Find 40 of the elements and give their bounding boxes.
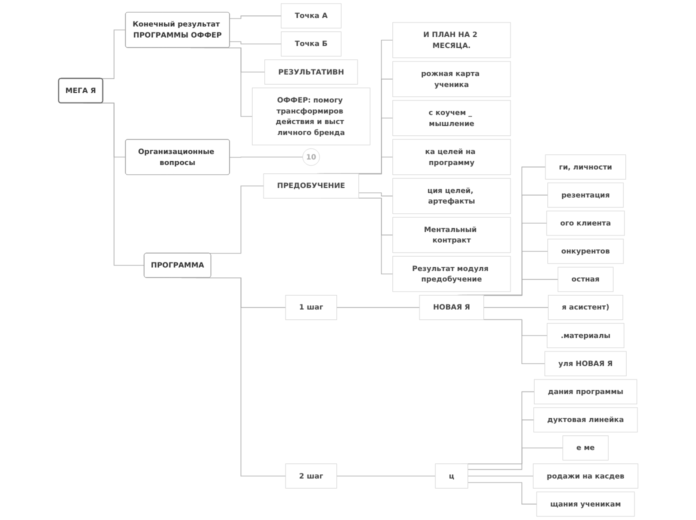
node-box [392,178,510,214]
node-box [392,22,510,58]
node-box [285,464,337,488]
node-box [536,492,634,517]
node-box [280,31,342,56]
connector [467,448,563,470]
node-box [533,407,638,432]
node-box [392,139,510,175]
connector [482,279,558,296]
connector [467,482,537,504]
connector [466,420,534,464]
node-box [392,217,510,253]
node-box [546,323,624,348]
node-box [557,266,614,292]
node-box [547,182,624,208]
node-box [434,464,468,488]
node-box [252,88,370,146]
connector [229,16,282,19]
connector [336,307,420,308]
node-box [263,174,359,198]
node-box [392,256,510,292]
node-box [547,238,624,264]
node-box [546,210,624,236]
node-box [532,464,638,488]
node-box [392,100,510,136]
node-box [548,295,623,320]
node-box [562,435,608,460]
node-box [392,61,510,98]
node-box [285,295,337,320]
node-box [264,60,358,84]
node-circle [302,148,320,166]
node-box [544,154,626,180]
connector [358,192,393,196]
node-box [544,351,626,376]
node-box [418,295,484,320]
connector [229,156,303,158]
node-box [280,3,342,28]
connector [229,41,282,44]
node-box [534,379,637,404]
connector [483,307,548,308]
